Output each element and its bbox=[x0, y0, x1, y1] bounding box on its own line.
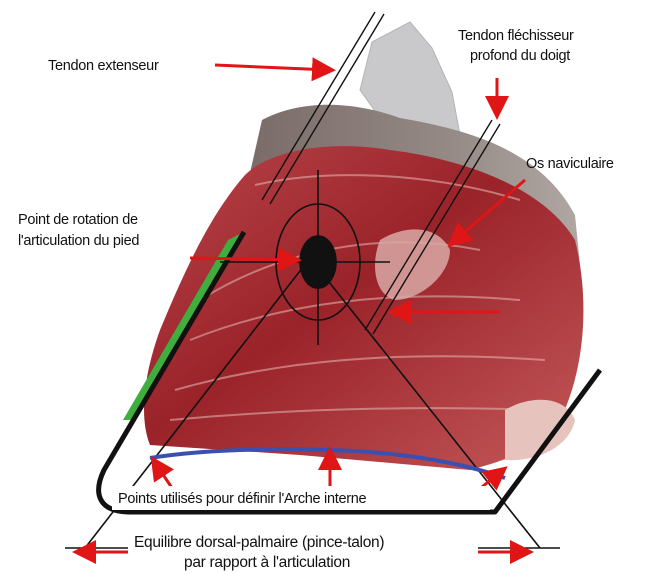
label-rotation-point-line2: l'articulation du pied bbox=[18, 233, 139, 249]
label-extensor-tendon: Tendon extenseur bbox=[48, 58, 159, 74]
label-flexor-tendon-line2: profond du doigt bbox=[470, 48, 570, 64]
label-arch-points: Points utilisés pour définir l'Arche int… bbox=[118, 491, 367, 507]
label-balance-line1: Equilibre dorsal-palmaire (pince-talon) bbox=[134, 534, 384, 551]
arrow-rotation-point bbox=[190, 258, 296, 260]
arrow-extensor-tendon bbox=[215, 65, 330, 70]
label-balance-line2: par rapport à l'articulation bbox=[184, 554, 350, 571]
label-flexor-tendon-line1: Tendon fléchisseur bbox=[458, 28, 574, 44]
label-rotation-point-line1: Point de rotation de bbox=[18, 212, 138, 228]
label-navicular-bone: Os naviculaire bbox=[526, 156, 614, 172]
